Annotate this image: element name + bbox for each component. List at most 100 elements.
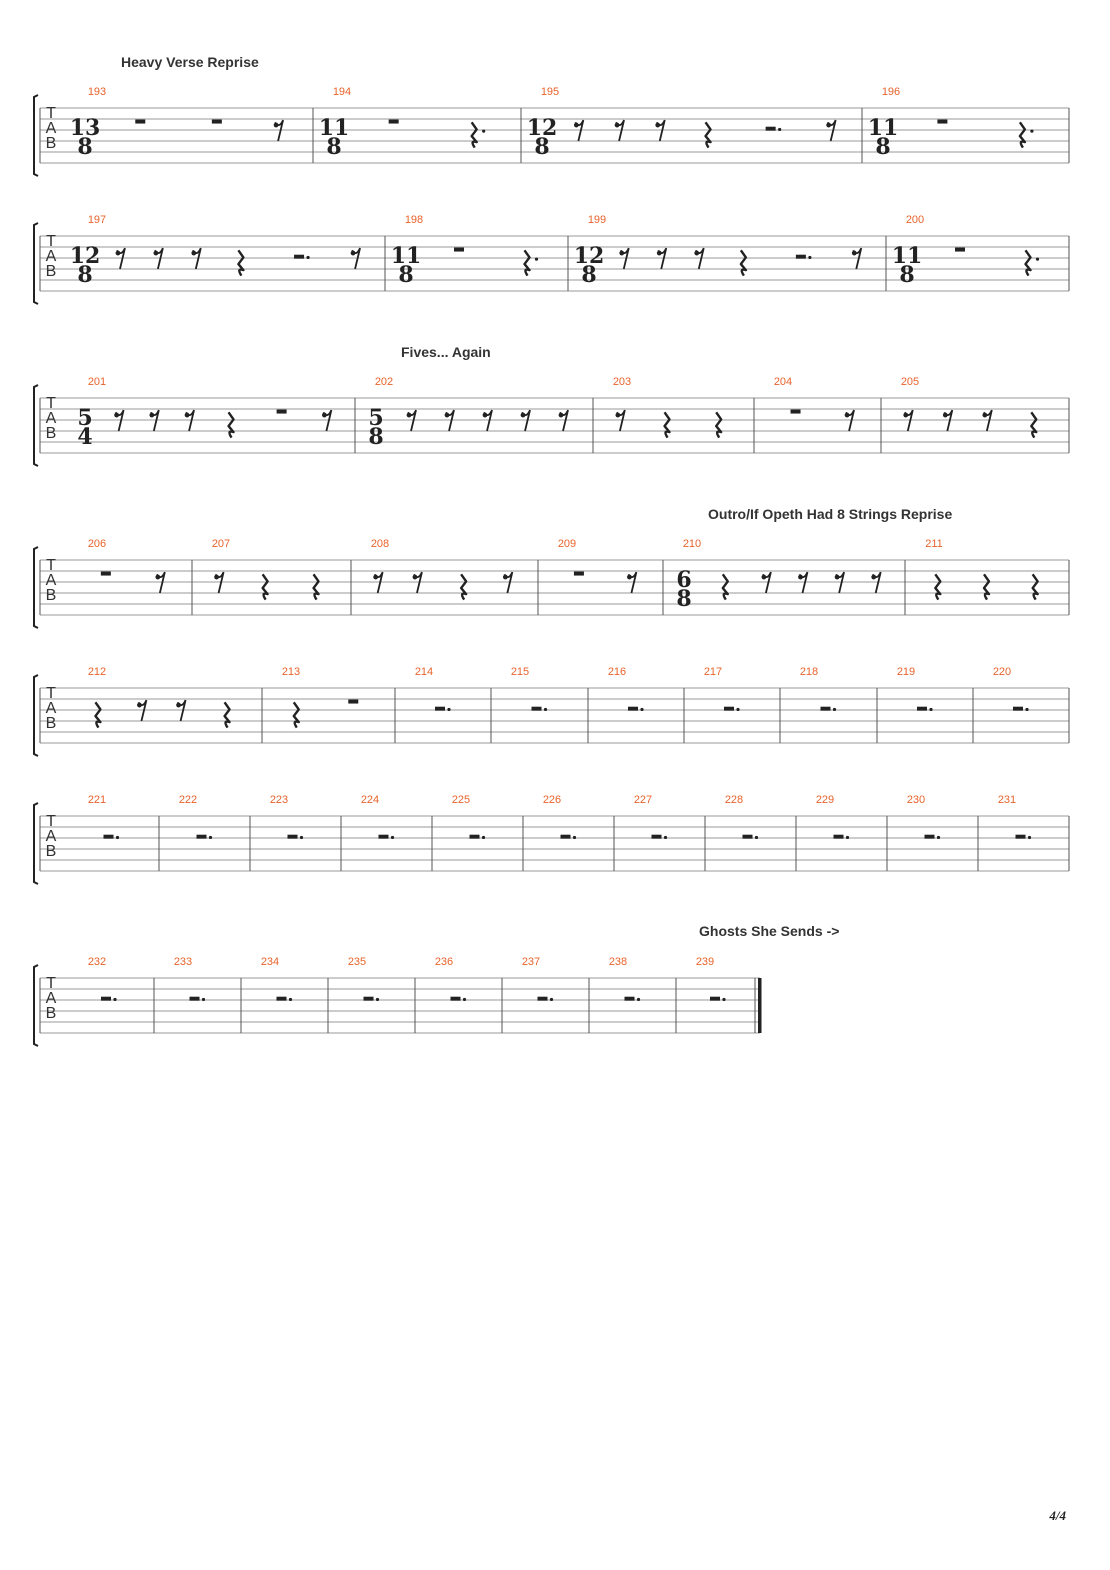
measure: 214 — [415, 666, 451, 712]
eighth-rest — [615, 409, 626, 432]
dotted-quarter-rest — [523, 249, 539, 277]
measure: 236 — [435, 956, 467, 1002]
tab-clef-letter: A — [46, 828, 57, 845]
measure: 237 — [522, 956, 554, 1002]
measure: 212 — [88, 666, 231, 729]
eighth-rest — [502, 571, 514, 594]
measure-number: 197 — [88, 214, 106, 226]
eighth-rest — [321, 409, 333, 432]
measure-number: 196 — [882, 86, 900, 98]
measure-number: 194 — [333, 86, 351, 98]
measure: 230 — [907, 794, 941, 840]
measure: 235 — [348, 956, 380, 1002]
measure: 217 — [704, 666, 740, 712]
time-signature-denominator: 8 — [676, 586, 691, 612]
measure-number: 232 — [88, 956, 106, 968]
measure-number: 193 — [88, 86, 106, 98]
eighth-rest — [149, 409, 160, 432]
half-rest — [937, 119, 948, 124]
tab-clef-letter: B — [46, 425, 57, 442]
measure: 229 — [816, 794, 850, 840]
eighth-rest — [619, 247, 630, 270]
measure-number: 226 — [543, 794, 561, 806]
measure-number: 236 — [435, 956, 453, 968]
measure: 204 — [774, 376, 855, 432]
system-bracket — [33, 546, 39, 629]
eighth-rest — [694, 247, 705, 270]
measure-number: 220 — [993, 666, 1011, 678]
measure-number: 228 — [725, 794, 743, 806]
system-bracket — [33, 222, 39, 305]
time-signature-denominator: 8 — [368, 424, 383, 450]
measure: 224 — [361, 794, 395, 840]
dotted-half-rest — [189, 996, 206, 1002]
time-signature-denominator: 8 — [77, 262, 92, 288]
dotted-half-rest — [294, 254, 310, 260]
measure: 223 — [270, 794, 304, 840]
measure-number: 230 — [907, 794, 925, 806]
measure: 218 — [800, 666, 837, 712]
half-rest — [388, 119, 399, 124]
tab-clef-letter: A — [46, 700, 57, 717]
dotted-half-rest — [710, 996, 726, 1002]
measure: 208 — [371, 538, 514, 601]
quarter-rest — [292, 701, 300, 729]
eighth-rest — [191, 247, 202, 270]
measure-number: 225 — [452, 794, 470, 806]
dotted-half-rest — [435, 706, 451, 712]
tab-clef-letter: T — [46, 685, 56, 702]
measure: 213 — [282, 666, 359, 729]
time-signature-numerator: 11 — [892, 243, 923, 269]
tab-clef-letter: T — [46, 105, 56, 122]
dotted-half-rest — [531, 706, 548, 712]
tab-clef-letter: T — [46, 233, 56, 250]
quarter-rest — [237, 249, 245, 277]
tab-clef-letter: B — [46, 135, 57, 152]
half-rest — [454, 247, 464, 252]
time-signature-denominator: 8 — [398, 262, 413, 288]
eighth-rest — [982, 409, 993, 432]
measure-number: 195 — [541, 86, 559, 98]
time-signature-denominator: 8 — [581, 262, 596, 288]
dotted-half-rest — [724, 706, 740, 712]
tab-clef-letter: A — [46, 990, 57, 1007]
half-rest — [790, 409, 801, 414]
measure-number: 198 — [405, 214, 423, 226]
quarter-rest — [94, 701, 102, 729]
eighth-rest — [412, 571, 423, 594]
tab-clef-letter: T — [46, 557, 56, 574]
dotted-half-rest — [765, 126, 782, 132]
measure: 216 — [608, 666, 644, 712]
measure: 215 — [511, 666, 548, 712]
time-signature-numerator: 11 — [319, 115, 350, 141]
measure-number: 223 — [270, 794, 288, 806]
eighth-rest — [176, 699, 187, 722]
measure-number: 204 — [774, 376, 792, 388]
quarter-rest — [1030, 411, 1038, 439]
dotted-half-rest — [287, 834, 304, 840]
dotted-half-rest — [820, 706, 837, 712]
measure: 205 — [901, 376, 1038, 439]
dotted-half-rest — [276, 996, 293, 1002]
tab-clef-letter: B — [46, 843, 57, 860]
eighth-rest — [520, 409, 531, 432]
measure: 234 — [261, 956, 293, 1002]
measure-number: 213 — [282, 666, 300, 678]
measure: 233 — [174, 956, 206, 1002]
measure-number: 237 — [522, 956, 540, 968]
measure-number: 212 — [88, 666, 106, 678]
measure-number: 216 — [608, 666, 626, 678]
measure: 222 — [179, 794, 213, 840]
section-label-fives-again: Fives... Again — [401, 344, 491, 360]
tab-clef-letter: A — [46, 248, 57, 265]
measure-number: 231 — [998, 794, 1016, 806]
measure: 232 — [88, 956, 117, 1002]
measure-number: 210 — [683, 538, 701, 550]
final-barline-thick — [758, 978, 762, 1033]
time-signature-denominator: 4 — [77, 424, 92, 450]
